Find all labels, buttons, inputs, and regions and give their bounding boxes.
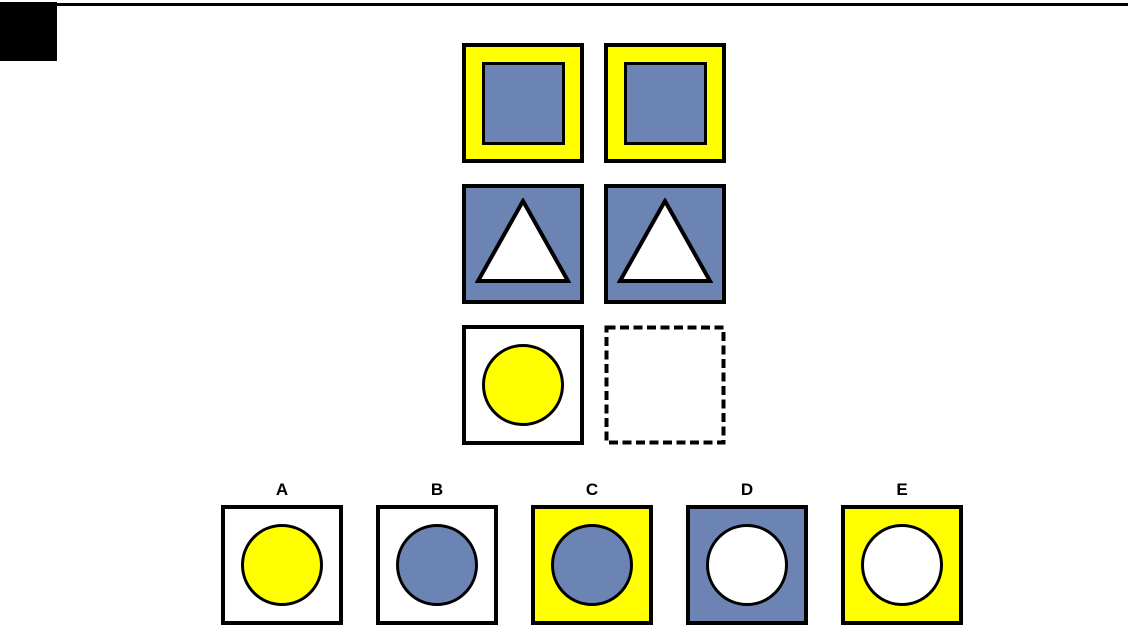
- yellow-circle-shape: [482, 344, 564, 426]
- option-d-tile[interactable]: [686, 505, 808, 625]
- option-d-label: D: [740, 480, 754, 499]
- corner-black-square: [0, 2, 57, 61]
- option-b: B: [376, 480, 498, 625]
- option-a-label: A: [275, 480, 289, 499]
- grid-cell-r2c2: [604, 184, 726, 304]
- option-c-label: C: [585, 480, 599, 499]
- option-b-tile[interactable]: [376, 505, 498, 625]
- blue-circle-shape: [396, 524, 478, 606]
- option-e: E: [841, 480, 963, 625]
- white-triangle-shape: [616, 196, 714, 291]
- option-d: D: [686, 480, 808, 625]
- option-a: A: [221, 480, 343, 625]
- blue-square-shape: [481, 61, 565, 145]
- yellow-circle-shape: [241, 524, 323, 606]
- white-circle-shape: [706, 524, 788, 606]
- missing-cell: [604, 325, 726, 445]
- option-c: C: [531, 480, 653, 625]
- option-a-tile[interactable]: [221, 505, 343, 625]
- option-c-tile[interactable]: [531, 505, 653, 625]
- grid-row-2: [462, 184, 726, 304]
- blue-circle-shape: [551, 524, 633, 606]
- option-b-label: B: [430, 480, 444, 499]
- top-rule: [57, 3, 1128, 6]
- grid-cell-r1c1: [462, 43, 584, 163]
- white-triangle-shape: [474, 196, 572, 291]
- grid-cell-r2c1: [462, 184, 584, 304]
- answer-options: A B C D E: [221, 480, 963, 625]
- grid-row-3: [462, 325, 726, 445]
- grid-cell-r1c2: [604, 43, 726, 163]
- dashed-border: [604, 325, 726, 445]
- blue-square-shape: [623, 61, 707, 145]
- option-e-label: E: [896, 480, 908, 499]
- option-e-tile[interactable]: [841, 505, 963, 625]
- puzzle-grid: [462, 43, 726, 445]
- grid-row-1: [462, 43, 726, 163]
- white-circle-shape: [861, 524, 943, 606]
- grid-cell-r3c1: [462, 325, 584, 445]
